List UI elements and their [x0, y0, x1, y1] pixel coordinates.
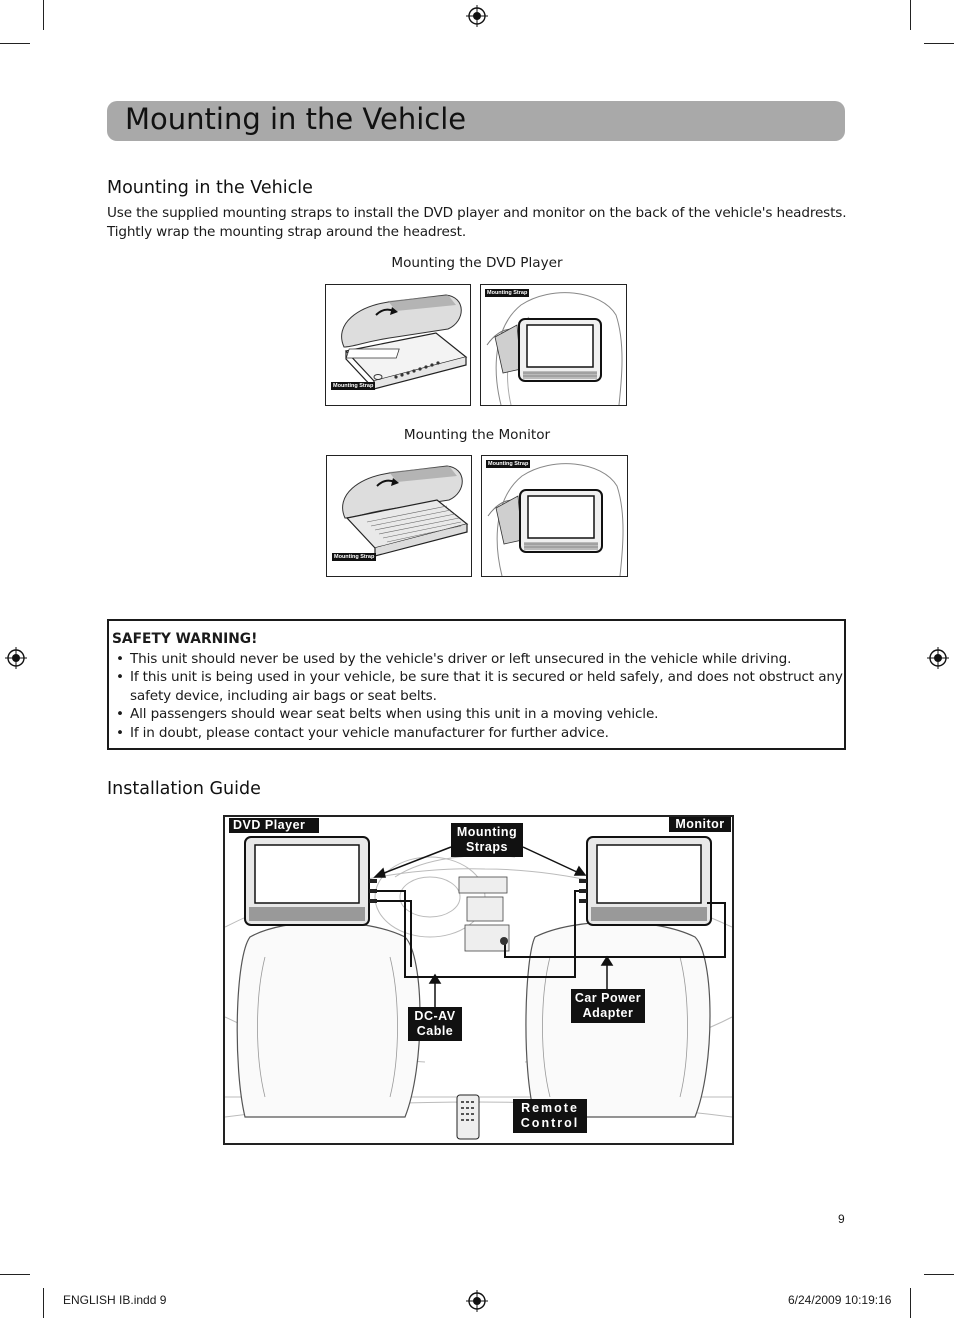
bullet-icon: •	[116, 669, 124, 685]
installation-diagram: DVD Player Monitor Mounting Straps DC-AV…	[223, 815, 734, 1145]
footer-file-info: ENGLISH IB.indd 9	[63, 1293, 167, 1307]
headrest-mounted-monitor-icon	[487, 463, 624, 576]
monitor-strap-icon	[342, 465, 469, 557]
strap-label: Mounting Strap	[331, 382, 376, 390]
bullet-icon: •	[116, 651, 124, 667]
registration-mark-icon	[466, 1290, 488, 1312]
warning-item-text: If this unit is being used in your vehic…	[130, 669, 843, 704]
installation-heading: Installation Guide	[107, 779, 261, 799]
strap-label: Mounting Strap	[486, 460, 531, 468]
page-number: 9	[838, 1212, 845, 1226]
crop-mark	[43, 1288, 44, 1318]
car-power-adapter-label: Car Power Adapter	[571, 989, 645, 1023]
section-heading: Mounting in the Vehicle	[107, 178, 313, 198]
remote-control-label: Remote Control	[513, 1099, 587, 1133]
crop-mark	[910, 0, 911, 30]
registration-mark-icon	[927, 647, 949, 669]
dvd-player-label: DVD Player	[229, 818, 319, 833]
footer-timestamp: 6/24/2009 10:19:16	[788, 1293, 892, 1307]
page-title: Mounting in the Vehicle	[125, 102, 467, 136]
registration-mark-icon	[5, 647, 27, 669]
monitor-mount-caption: Mounting the Monitor	[403, 427, 551, 443]
registration-mark-icon	[466, 5, 488, 27]
crop-mark	[0, 1274, 30, 1275]
safety-warning-box: SAFETY WARNING! • This unit should never…	[107, 619, 846, 750]
dvd-headrest-illustration: Mounting Strap	[480, 284, 627, 406]
dc-av-cable-label: DC-AV Cable	[408, 1007, 462, 1041]
monitor-label: Monitor	[669, 817, 731, 832]
dvd-mount-caption: Mounting the DVD Player	[391, 255, 563, 271]
page-title-bar: Mounting in the Vehicle	[107, 101, 845, 141]
strap-label: Mounting Strap	[485, 289, 530, 297]
warning-item-text: All passengers should wear seat belts wh…	[130, 706, 659, 722]
strap-label: Mounting Strap	[332, 553, 377, 561]
intro-paragraph: Use the supplied mounting straps to inst…	[107, 205, 847, 240]
bullet-icon: •	[116, 725, 124, 741]
crop-mark	[924, 1274, 954, 1275]
crop-mark	[0, 43, 30, 44]
monitor-strap-illustration: Mounting Strap	[326, 455, 472, 577]
monitor-headrest-illustration: Mounting Strap	[481, 455, 628, 577]
mounting-straps-label: Mounting Straps	[451, 823, 523, 857]
warning-item-text: If in doubt, please contact your vehicle…	[130, 725, 609, 741]
crop-mark	[910, 1288, 911, 1318]
car-interior-icon	[225, 836, 732, 1140]
dvd-player-strap-icon	[341, 294, 468, 390]
safety-warning-title: SAFETY WARNING!	[112, 631, 258, 647]
crop-mark	[43, 0, 44, 30]
bullet-icon: •	[116, 706, 124, 722]
crop-mark	[924, 43, 954, 44]
headrest-mounted-dvd-icon	[486, 292, 623, 405]
dvd-strap-illustration: Mounting Strap	[325, 284, 471, 406]
warning-item-text: This unit should never be used by the ve…	[130, 651, 792, 667]
